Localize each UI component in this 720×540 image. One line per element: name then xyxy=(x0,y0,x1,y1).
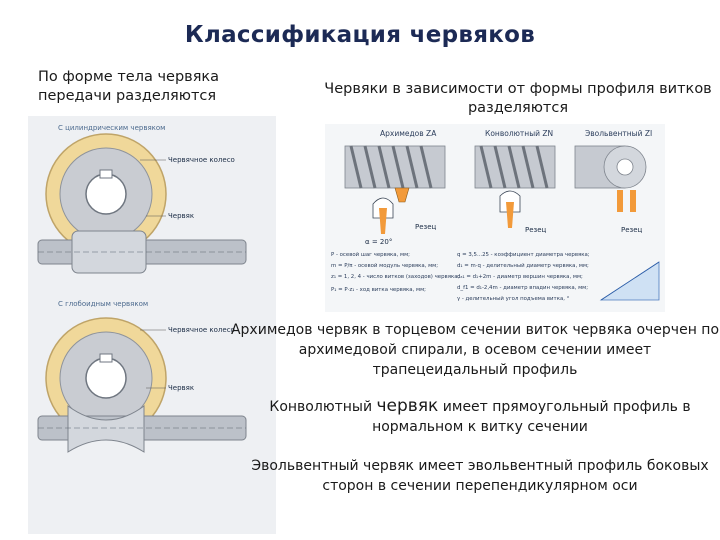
svg-text:Резец: Резец xyxy=(621,226,643,234)
left-intro-text: По форме тела червяка передачи разделяют… xyxy=(38,69,220,104)
worm-threads-zn xyxy=(474,145,556,189)
svg-text:q = 3,5...25 - коэффициент диа: q = 3,5...25 - коэффициент диаметра черв… xyxy=(457,252,590,258)
caption-cylindrical: С цилиндрическим червяком xyxy=(58,124,165,132)
paragraph-involute: Эвольвентный червяк имеет эвольвентный п… xyxy=(251,458,709,494)
worm-threads-zi xyxy=(574,145,647,189)
label-wheel-glob: Червячное колесо xyxy=(168,326,235,334)
formula-list-right: q = 3,5...25 - коэффициент диаметра черв… xyxy=(457,252,590,302)
type-label-zn: Конволютный ZN xyxy=(485,129,553,138)
cutter-zi: Резец xyxy=(617,190,643,234)
svg-text:d_f1 = d₁-2,4m - диаметр впади: d_f1 = d₁-2,4m - диаметр впадин червяка,… xyxy=(457,285,588,291)
cylindrical-worm-gear xyxy=(37,133,247,274)
page-title: Классификация червяков xyxy=(184,22,536,48)
globoid-worm-gear xyxy=(37,317,247,453)
label-wheel-cyl: Червячное колесо xyxy=(168,156,235,164)
svg-text:d₁ = m·q - делительный диаметр: d₁ = m·q - делительный диаметр червяка, … xyxy=(457,262,589,269)
worm-profile-illustration: Архимедов ZA Конволютный ZN Эвольвентный… xyxy=(325,124,665,312)
svg-text:Резец: Резец xyxy=(415,223,437,231)
svg-text:P₁ = P·z₁ - ход витка червяка,: P₁ = P·z₁ - ход витка червяка, мм; xyxy=(331,287,426,293)
svg-text:γ - делительный угол подъема в: γ - делительный угол подъема витка, ° xyxy=(457,295,570,302)
svg-text:Резец: Резец xyxy=(525,226,547,234)
type-label-za: Архимедов ZA xyxy=(380,129,437,138)
worm-gear-illustration: С цилиндрическим червяком Червячное коле… xyxy=(28,116,276,534)
svg-text:m = P/π - осевой модуль червяк: m = P/π - осевой модуль червяка, мм; xyxy=(331,262,438,269)
svg-text:dₐ₁ = d₁+2m - диаметр вершин ч: dₐ₁ = d₁+2m - диаметр вершин червяка, мм… xyxy=(457,274,583,280)
label-worm-cyl: Червяк xyxy=(168,212,194,220)
paragraph-archimedean: Архимедов червяк в торцевом сечении вито… xyxy=(230,322,720,378)
worm-threads-za xyxy=(344,145,446,203)
angle-label: α = 20° xyxy=(365,238,392,246)
paragraph-convolute: Конволютный червяк имеет прямоугольный п… xyxy=(269,396,691,435)
right-intro-text: Червяки в зависимости от формы профиля в… xyxy=(324,81,712,116)
formula-list-left: P - осевой шаг червяка, мм; m = P/π - ос… xyxy=(331,251,460,293)
type-label-zi: Эвольвентный ZI xyxy=(585,129,652,138)
caption-globoid: С глобоидным червяком xyxy=(58,300,148,308)
cutter-za: Резец α = 20° xyxy=(365,197,437,246)
lead-angle-diagram xyxy=(599,261,660,301)
cutter-zn: Резец xyxy=(499,190,547,234)
svg-text:z₁ = 1, 2, 4 - число витков (з: z₁ = 1, 2, 4 - число витков (заходов) че… xyxy=(331,274,460,280)
label-worm-glob: Червяк xyxy=(168,384,194,392)
svg-text:P - осевой шаг червяка, мм;: P - осевой шаг червяка, мм; xyxy=(331,251,410,258)
